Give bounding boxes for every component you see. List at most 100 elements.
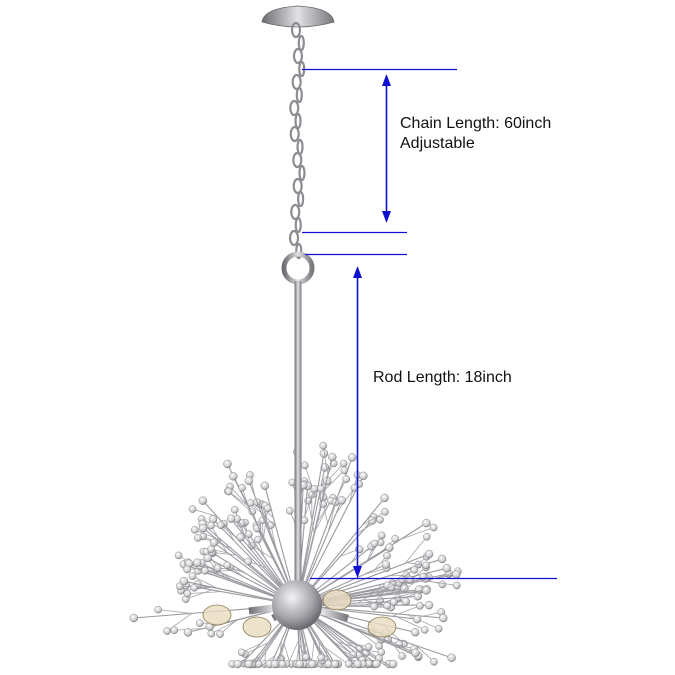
branch	[192, 575, 219, 589]
branch	[327, 502, 336, 533]
rod-length-label: Rod Length: 18inch	[373, 369, 512, 386]
crystal-bead	[337, 496, 346, 505]
branch	[396, 616, 425, 631]
crystal-bead	[328, 452, 337, 462]
branch	[362, 511, 386, 526]
crystal-bead	[422, 532, 431, 541]
branch	[270, 525, 277, 549]
stem	[296, 457, 353, 606]
crystal-bead	[344, 660, 353, 668]
branch	[323, 470, 345, 491]
crystal-bead	[223, 561, 232, 569]
chain-link	[289, 125, 300, 143]
crystal-bead	[317, 653, 325, 662]
crystal-bead	[383, 551, 391, 560]
crystal-bead	[381, 508, 389, 516]
crystal-bead	[330, 659, 340, 669]
crystal-bead	[442, 563, 452, 573]
crystal-bead	[424, 600, 434, 610]
crystal-bead	[183, 589, 192, 598]
crystal-bead	[188, 572, 197, 580]
crystal-bead	[129, 613, 138, 623]
branch	[320, 644, 349, 665]
crystal-bead	[183, 628, 193, 637]
crystal-bead	[154, 605, 162, 614]
bulb	[242, 616, 272, 638]
crystal-bead	[260, 481, 270, 490]
crystal-bead	[406, 575, 414, 584]
crystal-bead	[198, 523, 208, 533]
crystal-bead	[447, 653, 456, 662]
crystal-bead	[416, 602, 424, 610]
crystal-bead	[381, 560, 391, 569]
branch	[375, 579, 403, 597]
branch	[304, 488, 315, 517]
chain-link	[289, 99, 300, 117]
branch	[262, 508, 269, 541]
crystal-bead	[319, 441, 327, 450]
branch	[423, 580, 457, 586]
crystal-bead	[377, 531, 386, 540]
branch	[227, 490, 252, 512]
branch	[185, 589, 212, 600]
crystal-bead	[179, 576, 189, 586]
crystal-bead	[254, 535, 262, 544]
branch	[158, 609, 192, 614]
crystal-bead	[364, 643, 373, 651]
branch	[210, 525, 228, 553]
branch	[187, 591, 222, 594]
branch	[212, 551, 237, 556]
branch	[392, 605, 421, 617]
chain-link	[295, 242, 303, 260]
crystal-bead	[401, 597, 410, 606]
chain-link	[290, 21, 302, 39]
crystal-bead	[270, 659, 280, 669]
branch	[304, 465, 317, 499]
center-sphere	[272, 580, 322, 630]
chain-link	[298, 164, 306, 182]
crystal-bead	[188, 505, 197, 513]
crystal-bead	[422, 586, 431, 595]
crystal-bead	[263, 504, 272, 513]
crystal-bead	[424, 549, 434, 559]
crystal-bead	[340, 466, 349, 475]
crystal-bead	[380, 493, 389, 503]
branch	[416, 645, 435, 663]
branch	[194, 529, 223, 542]
branch	[407, 614, 439, 630]
chain-link	[292, 47, 304, 65]
chain-adjustable-label: Adjustable	[400, 135, 475, 152]
crystal-bead	[434, 624, 443, 633]
crystal-bead	[230, 506, 239, 514]
crystal-bead	[410, 566, 419, 574]
crystal-bead	[429, 523, 438, 532]
branch	[404, 536, 428, 564]
down-rod	[294, 281, 302, 591]
crystal-bead	[411, 648, 420, 657]
rod-dimension-arrow	[353, 266, 362, 578]
crystal-bead	[194, 534, 202, 542]
crystal-bead	[376, 515, 384, 524]
crystal-bead	[302, 653, 310, 661]
branch	[398, 576, 424, 594]
crystal-bead	[389, 598, 398, 606]
stem	[296, 456, 333, 606]
branch	[322, 445, 329, 476]
crystal-bead	[207, 521, 215, 530]
branch	[234, 509, 247, 539]
crystal-bead	[209, 538, 219, 547]
crystal-bead	[193, 558, 202, 567]
branch	[363, 567, 387, 575]
crystal-bead	[201, 566, 209, 575]
crystal-bead	[370, 539, 379, 548]
chain-link	[292, 177, 303, 195]
branch	[211, 618, 240, 635]
branch	[400, 527, 434, 540]
bulb	[322, 589, 352, 611]
crystal-bead	[398, 575, 406, 584]
crystal-bead	[412, 614, 422, 624]
branch	[201, 562, 225, 575]
chain-link	[294, 216, 302, 234]
